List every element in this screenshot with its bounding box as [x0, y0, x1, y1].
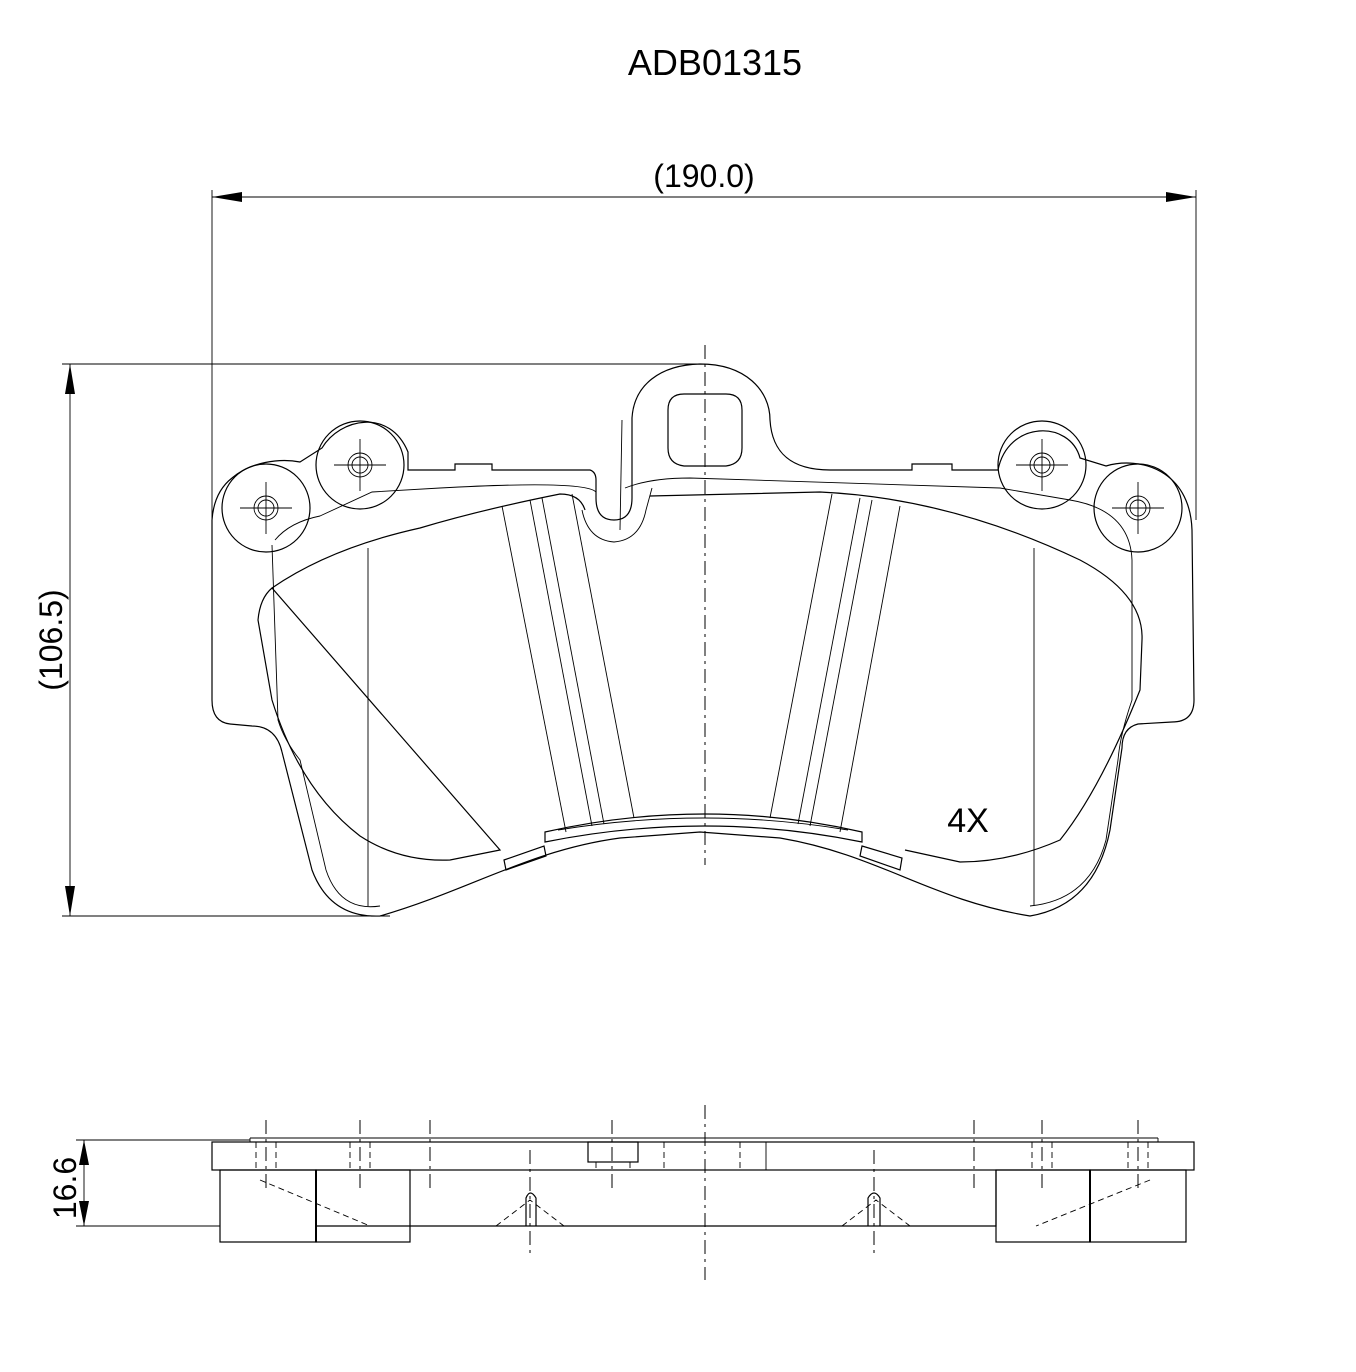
thickness-dimension: 16.6: [47, 1139, 250, 1227]
mounting-hole-left-outer: [221, 463, 311, 553]
side-slot-left: [525, 1192, 537, 1226]
side-block-left-inner: [315, 1169, 411, 1243]
bottom-shim-curve: [544, 813, 863, 843]
mounting-hole-left-inner: [315, 420, 405, 510]
side-block-left-outer: [219, 1169, 317, 1243]
top-notch-slot: [667, 393, 743, 467]
pad-front-view: 4X: [211, 345, 1195, 917]
chamfer-slots-left: [501, 493, 635, 833]
quantity-label: 4X: [947, 802, 989, 840]
width-dimension: (190.0): [211, 158, 1197, 530]
side-friction-block: [315, 1170, 997, 1227]
mounting-hole-right-inner: [997, 420, 1087, 510]
part-number-title: ADB01315: [628, 42, 802, 83]
side-block-right-inner: [995, 1169, 1091, 1243]
notch-inner-line: [581, 419, 653, 543]
side-top-notch: [587, 1141, 639, 1163]
arrowhead-left: [212, 192, 242, 202]
wear-clip-right: [859, 845, 903, 871]
thickness-dimension-label: 16.6: [47, 1157, 83, 1219]
arrowhead-right: [1166, 192, 1196, 202]
side-backing-plate: [211, 1141, 1195, 1171]
arrowhead-top: [65, 364, 75, 394]
height-dimension: (106.5): [33, 363, 705, 917]
mounting-hole-right-outer: [1093, 463, 1183, 553]
arrowhead-thickness-bottom: [79, 1201, 89, 1226]
side-slot-right: [867, 1192, 881, 1226]
width-dimension-label: (190.0): [653, 158, 754, 194]
arrowhead-bottom: [65, 886, 75, 916]
backing-plate-inner-line: [271, 477, 1133, 908]
wear-clip-left: [503, 845, 547, 871]
height-dimension-label: (106.5): [33, 589, 69, 690]
pad-side-view: 16.6: [47, 1105, 1195, 1280]
backing-plate-outline: [211, 363, 1195, 917]
chamfer-slots-right: [769, 493, 901, 833]
side-center-marks: [265, 1120, 1139, 1255]
arrowhead-thickness-top: [79, 1140, 89, 1165]
friction-material: [257, 491, 1143, 863]
